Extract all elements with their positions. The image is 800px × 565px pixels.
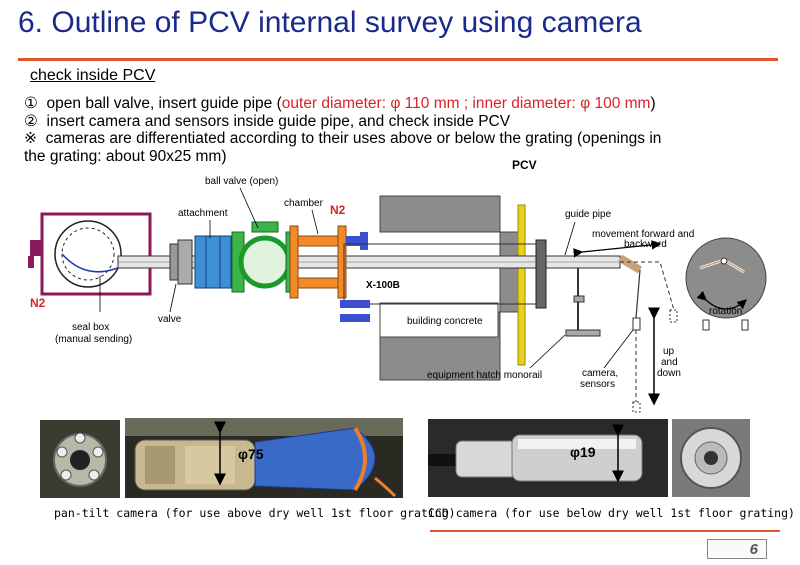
label-n2-left: N2 xyxy=(30,296,46,310)
movement-arrow xyxy=(573,240,662,258)
caption-ccd-camera: CCD camera (for use below dry well 1st f… xyxy=(428,506,795,520)
label-building-concrete: building concrete xyxy=(407,316,483,327)
bullet-2-text: insert camera and sensors inside guide p… xyxy=(46,112,511,130)
chamber xyxy=(295,235,345,247)
pan-tilt-side-drawing xyxy=(125,418,403,498)
label-movement-1: movement forward and xyxy=(592,229,695,240)
label-sensors: sensors xyxy=(580,379,616,390)
label-camera: camera, xyxy=(582,368,619,379)
label-down: down xyxy=(657,368,681,379)
bullet-1-diameter: outer diameter: φ 110 mm ; inner diamete… xyxy=(281,95,651,112)
attachment xyxy=(194,235,232,289)
pan-tilt-front-drawing xyxy=(40,420,120,498)
bullet-3-mark: ※ xyxy=(24,130,37,147)
caption-pan-tilt-camera: pan-tilt camera (for use above dry well … xyxy=(54,506,456,520)
bullet-1-text: open ball valve, insert guide pipe ( xyxy=(46,95,282,112)
label-rotation: rotation xyxy=(709,306,743,317)
bullet-3-text: cameras are differentiated according to … xyxy=(45,130,662,147)
label-chamber: chamber xyxy=(284,198,323,209)
ccd-camera-side-photo xyxy=(428,419,668,497)
label-valve: valve xyxy=(158,314,182,325)
label-n2-top: N2 xyxy=(330,203,346,217)
pan-tilt-camera-side-photo xyxy=(125,418,403,498)
slide-title: 6. Outline of PCV internal survey using … xyxy=(18,6,642,39)
title-divider xyxy=(18,58,778,61)
ccd-front-drawing xyxy=(672,419,750,497)
bottom-divider xyxy=(430,530,780,532)
label-phi-19: φ19 xyxy=(570,444,596,460)
camera-sensor-head xyxy=(632,317,641,331)
camera-arm xyxy=(617,254,643,274)
label-seal-box: seal box xyxy=(72,322,110,333)
pcv-wall xyxy=(517,204,526,366)
bullet-1-end: ) xyxy=(650,95,656,112)
camera-alt-position xyxy=(620,261,675,311)
bullet-2-mark: ② xyxy=(24,112,38,130)
page-number: 6 xyxy=(707,539,767,559)
label-guide-pipe: guide pipe xyxy=(565,209,612,220)
label-attachment: attachment xyxy=(178,208,228,219)
label-pcv: PCV xyxy=(512,158,537,172)
n2-left-port xyxy=(30,240,42,256)
label-and: and xyxy=(661,357,678,368)
seal-box-reel xyxy=(54,220,122,288)
valve-body xyxy=(169,243,179,281)
bullet-3: ※ cameras are differentiated according t… xyxy=(24,130,764,148)
seal-box-reel-inner xyxy=(61,227,115,281)
building-concrete-wall xyxy=(379,195,519,381)
bullet-2: ② insert camera and sensors inside guide… xyxy=(24,113,764,131)
ccd-camera-front-photo xyxy=(672,419,750,497)
seal-box xyxy=(40,212,152,296)
label-phi-75: φ75 xyxy=(238,446,264,462)
building-concrete-label-box xyxy=(379,302,499,338)
label-movement-2: backward xyxy=(624,239,667,250)
label-x100b: X-100B xyxy=(366,280,400,291)
label-ball-valve: ball valve (open) xyxy=(205,176,279,187)
label-seal-box-manual: (manual sending) xyxy=(55,334,133,345)
section-heading: check inside PCV xyxy=(30,67,156,84)
ccd-side-drawing xyxy=(428,419,668,497)
bullet-1: ① open ball valve, insert guide pipe (ou… xyxy=(24,95,764,113)
label-up: up xyxy=(663,346,675,357)
bullet-1-mark: ① xyxy=(24,95,38,112)
ball-valve xyxy=(238,235,292,289)
pan-tilt-camera-front-photo xyxy=(40,420,120,498)
bullet-3-continued: the grating: about 90x25 mm) xyxy=(24,147,227,165)
label-monorail: equipment hatch monorail xyxy=(427,370,543,381)
bullet-list: ① open ball valve, insert guide pipe (ou… xyxy=(24,95,764,165)
